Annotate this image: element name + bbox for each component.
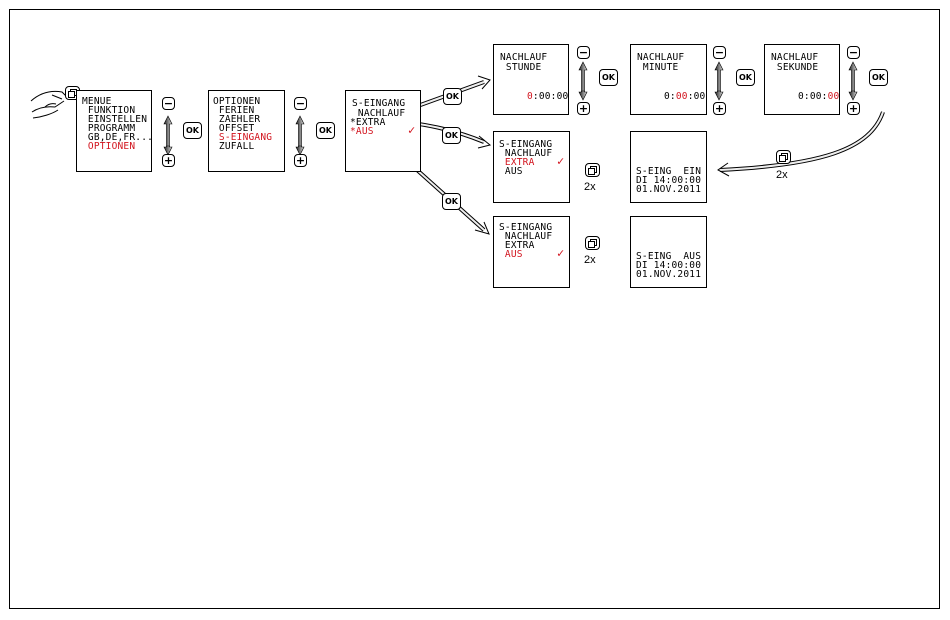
s-eingang-item-aus: *AUS [350,126,374,137]
time-part: 0: [664,91,676,102]
s-eingang-item-nachlauf: NACHLAUF [499,148,553,159]
pointing-hand-icon [30,90,67,119]
optionen-item-offset: OFFSET [213,123,255,134]
s-eingang-item-extra: *EXTRA [350,117,386,128]
s-eingang-title: S-EINGANG [499,222,553,233]
display-date: 01.NOV.2011 [636,269,702,280]
display-time: DI 14:00:00 [636,260,702,271]
minus-button[interactable]: − [294,97,307,110]
optionen-item-s-eingang: S-EINGANG [213,132,273,143]
scroll-arrow-icon [578,61,588,101]
menu-item-optionen: OPTIONEN [82,141,136,152]
menu-screen: MENUE FUNKTION EINSTELLEN PROGRAMM GB,DE… [76,90,154,172]
ok-button[interactable]: OK [736,69,755,86]
time-hours: 0 [527,91,533,102]
nachlauf-time: 0:00:00 [798,92,839,102]
s-eingang-aus-screen: S-EINGANG NACHLAUF EXTRA AUS ✓ [493,216,570,288]
time-minutes: 00 [675,91,688,102]
checkmark-icon: ✓ [557,154,565,168]
display-time: DI 14:00:00 [636,175,702,186]
optionen-item-ferien: FERIEN [213,105,255,116]
nachlauf-time: 0:00:00 [527,92,568,102]
s-eingang-item-extra: EXTRA [499,157,535,168]
nachlauf-unit: MINUTE [637,62,679,73]
press-count-label: 2x [776,169,788,181]
nachlauf-unit: STUNDE [500,62,542,73]
ok-button[interactable]: OK [183,122,202,139]
optionen-title: OPTIONEN [213,96,261,107]
ok-button[interactable]: OK [316,122,335,139]
plus-button[interactable]: + [162,154,175,167]
s-eingang-extra-screen: S-EINGANG NACHLAUF EXTRA AUS ✓ [493,131,570,203]
nachlauf-title: NACHLAUF [637,52,685,63]
menu-key-icon[interactable] [585,236,600,250]
ok-button[interactable]: OK [442,193,461,210]
checkmark-icon: ✓ [408,123,416,137]
return-arrow [717,111,885,177]
minus-button[interactable]: − [713,46,726,59]
s-eingang-title: S-EINGANG [352,98,406,109]
nachlauf-unit: SEKUNDE [771,62,819,73]
optionen-item-zaehler: ZAEHLER [213,114,261,125]
plus-button[interactable]: + [294,154,307,167]
time-seconds: 00 [827,91,840,102]
menu-item-programm: PROGRAMM [82,123,136,134]
ok-button[interactable]: OK [599,69,618,86]
s-eingang-item-nachlauf: NACHLAUF [352,108,406,119]
menu-key-icon[interactable] [776,150,791,164]
menu-key-icon[interactable] [585,163,600,177]
optionen-screen: OPTIONEN FERIEN ZAEHLER OFFSET S-EINGANG… [208,90,285,172]
plus-button[interactable]: + [847,102,860,115]
display-ein-screen: S-EING EIN DI 14:00:00 01.NOV.2011 [630,131,707,203]
minus-button[interactable]: − [577,46,590,59]
display-date: 01.NOV.2011 [636,184,702,195]
time-rest: :00:00 [532,91,569,102]
nachlauf-title: NACHLAUF [500,52,548,63]
diagram-frame [9,9,940,609]
optionen-item-zufall: ZUFALL [213,141,255,152]
press-count-label: 2x [584,181,596,193]
ok-button[interactable]: OK [869,69,888,86]
nachlauf-minute-screen: NACHLAUF MINUTE 0:00:00 [630,44,707,115]
nachlauf-sekunde-screen: NACHLAUF SEKUNDE 0:00:00 [764,44,840,115]
minus-button[interactable]: − [162,97,175,110]
display-status: S-EING EIN [636,166,702,177]
checkmark-icon: ✓ [557,246,565,260]
ok-button[interactable]: OK [443,88,462,105]
menu-item-einstellen: EINSTELLEN [82,114,148,125]
display-aus-screen: S-EING AUS DI 14:00:00 01.NOV.2011 [630,216,707,288]
nachlauf-time: 0:00:00 [664,92,705,102]
menu-item-language: GB,DE,FR... [82,132,154,143]
display-status: S-EING AUS [636,251,702,262]
time-part: 0:00: [798,91,828,102]
scroll-arrow-icon [714,61,724,101]
scroll-arrow-icon [848,61,858,101]
minus-button[interactable]: − [847,46,860,59]
s-eingang-screen: S-EINGANG NACHLAUF *EXTRA *AUS ✓ [345,90,421,172]
s-eingang-item-extra: EXTRA [499,240,535,251]
scroll-arrow-icon [163,115,173,156]
ok-button[interactable]: OK [442,127,461,144]
s-eingang-item-nachlauf: NACHLAUF [499,231,553,242]
s-eingang-title: S-EINGANG [499,139,553,150]
plus-button[interactable]: + [713,102,726,115]
plus-button[interactable]: + [577,102,590,115]
press-count-label: 2x [584,254,596,266]
menu-item-funktion: FUNKTION [82,105,136,116]
nachlauf-stunde-screen: NACHLAUF STUNDE 0:00:00 [493,44,569,115]
time-part: :00 [687,91,706,102]
menu-title: MENUE [82,96,112,107]
scroll-arrow-icon [295,115,305,156]
nachlauf-title: NACHLAUF [771,52,819,63]
s-eingang-item-aus: AUS [499,166,523,177]
s-eingang-item-aus: AUS [499,249,523,260]
